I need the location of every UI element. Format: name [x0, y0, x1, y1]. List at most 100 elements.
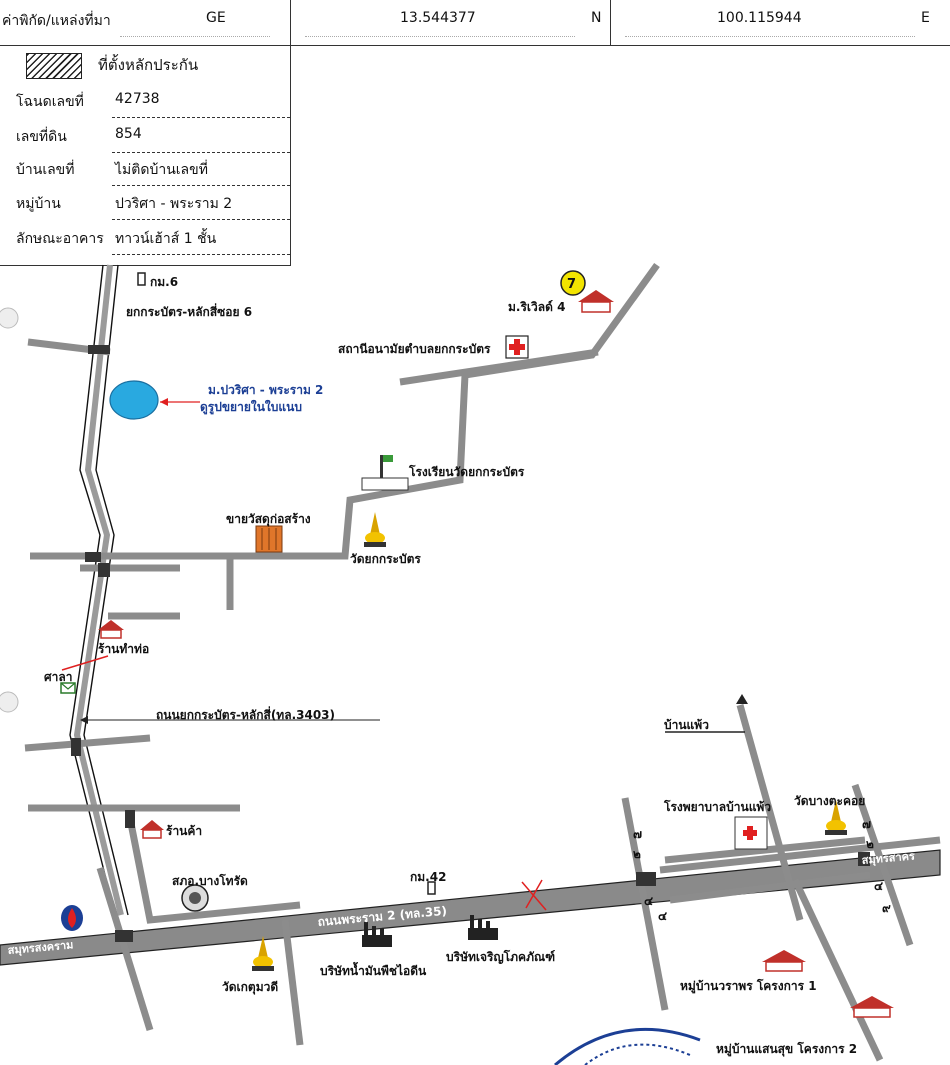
header-separator — [290, 0, 291, 45]
latitude-value: 13.544377 — [400, 10, 476, 26]
road-saensuk — [791, 878, 884, 1062]
site-pointer-arrow — [160, 398, 168, 406]
legend-label: ที่ตั้งหลักประกัน — [98, 56, 199, 74]
temple-icon — [364, 512, 386, 547]
hospital-icon — [734, 816, 768, 850]
house-icon — [850, 996, 894, 1018]
house-no-label: บ้านเลขที่ — [16, 162, 75, 178]
road-number: ๒ — [866, 837, 874, 851]
info-row: บ้านเลขที่ ไม่ติดบ้านเลขที่ — [0, 151, 290, 186]
road-hospital — [621, 797, 669, 1011]
building-type-label: ลักษณะอาคาร — [16, 231, 104, 247]
temple-icon — [252, 936, 274, 971]
hospital-label: โรงพยาบาลบ้านแพ้ว — [664, 800, 772, 814]
health-station-label: สถานีอนามัยตำบลยกกระบัตร — [338, 342, 491, 356]
material-shop-label: ขายวัสดุก่อสร้าง — [226, 512, 311, 526]
road-southwest — [96, 866, 154, 1032]
land-no-value: 854 — [115, 126, 142, 142]
house-icon — [140, 820, 164, 839]
road-police — [124, 807, 301, 924]
company2-label: บริษัทเจริญโภคภัณฑ์ — [446, 950, 556, 964]
railway-crossings — [61, 655, 547, 911]
source-label: ค่าพิกัด/แหล่งที่มา — [2, 13, 111, 29]
main-road-fill — [73, 264, 124, 916]
km42-label: กม.42 — [410, 870, 447, 884]
route-number-icon — [560, 270, 586, 296]
header-separator — [610, 0, 611, 45]
junction-markers — [71, 345, 870, 942]
temple-icon — [825, 800, 847, 835]
main-road-pointer-arrow — [80, 716, 88, 724]
soi6-label: ยกกระบัตร-หลักสี่ซอย 6 — [126, 305, 253, 319]
road-west — [24, 734, 151, 752]
main-road-label: ถนนยกกระบัตร-หลักสี่(ทล.3403) — [156, 708, 336, 722]
km42-post-icon — [427, 881, 436, 895]
road-number: ๒ — [633, 847, 641, 861]
police-label: สภอ.บางโทรัด — [172, 874, 248, 888]
house-icon — [98, 620, 124, 639]
deed-label: โฉนดเลขที่ — [16, 94, 84, 110]
road-samutsakhon-north — [659, 836, 941, 874]
road-east — [851, 783, 914, 947]
source-underline — [120, 36, 270, 37]
school-icon — [361, 455, 409, 491]
mail-icon — [60, 682, 76, 694]
hole-punch — [0, 691, 19, 713]
info-row: เลขที่ดิน 854 — [0, 118, 290, 153]
route-number: 7 — [567, 277, 576, 292]
ptt-logo-icon — [61, 905, 83, 931]
samut-sakhon-label: สมุทรสาคร — [861, 849, 915, 868]
hole-punch — [0, 307, 19, 329]
deed-value: 42738 — [115, 91, 160, 107]
factory-icon — [362, 922, 392, 947]
km6-label: กม.6 — [150, 275, 179, 289]
road-health-station — [399, 348, 599, 386]
land-no-label: เลขที่ดิน — [16, 129, 67, 145]
shop-label: ร้านค้า — [166, 824, 203, 838]
site-name-label: ม.ปวริศา - พระราม 2 — [208, 383, 324, 397]
site-location-marker — [109, 380, 159, 420]
longitude-underline — [625, 36, 915, 37]
road-number: ๙ — [882, 901, 891, 915]
house-icon — [762, 950, 806, 972]
road-number: ๔ — [658, 909, 667, 923]
info-row: ลักษณะอาคาร ทาวน์เฮ้าส์ 1 ชั้น — [0, 220, 290, 255]
temple-yokkrabat-label: วัดยกกระบัตร — [350, 552, 421, 566]
company1-label: บริษัทน้ำมันพืชไอดีน — [320, 964, 427, 978]
road-number: ๗ — [862, 817, 871, 831]
road-number: ๔ — [874, 879, 883, 893]
ban-phaeo-arrow-icon — [736, 694, 748, 704]
site-note-label: ดูรูปขยายในใบแนบ — [200, 400, 302, 414]
village-label: หมู่บ้าน — [16, 196, 61, 212]
hatch-legend-icon — [26, 53, 82, 79]
temple-bangtakoi-label: วัดบางตะคอย — [794, 794, 866, 808]
police-icon — [181, 884, 209, 912]
village-value: ปวริศา - พระราม 2 — [115, 196, 233, 212]
info-row: หมู่บ้าน ปวริศา - พระราม 2 — [0, 185, 290, 220]
village-riverworld-label: ม.ริเวิลด์ 4 — [508, 300, 566, 314]
village-saensuk-label: หมู่บ้านแสนสุข โครงการ 2 — [716, 1042, 858, 1056]
stamp-mark — [554, 1027, 701, 1065]
ban-phaeo-label: บ้านแพ้ว — [664, 718, 709, 732]
house-no-value: ไม่ติดบ้านเลขที่ — [115, 162, 208, 178]
latitude-underline — [305, 36, 575, 37]
pipe-shop-label: ร้านทำท่อ — [98, 642, 150, 656]
longitude-unit: E — [921, 10, 930, 26]
coordinate-header: ค่าพิกัด/แหล่งที่มา GE 13.544377 N 100.1… — [0, 0, 950, 46]
temple-ketmawadi-label: วัดเกตุมวดี — [222, 980, 279, 994]
village-worapot-label: หมู่บ้านวราพร โครงการ 1 — [680, 979, 817, 993]
km6-post-icon — [137, 272, 146, 286]
road-temple-ket — [281, 919, 304, 1046]
road-hospital-link — [664, 836, 866, 864]
road-samutsakhon-south — [669, 871, 871, 904]
rama2-highway — [0, 849, 941, 966]
road-number: ๗ — [633, 827, 642, 841]
school-label: โรงเรียนวัดยกกระบัตร — [409, 465, 525, 479]
sala-label: ศาลา — [44, 670, 73, 684]
property-info-panel: ที่ตั้งหลักประกัน โฉนดเลขที่ 42738 เลขที… — [0, 45, 291, 266]
factory-icon — [468, 915, 498, 940]
building-icon — [255, 525, 283, 553]
info-row: โฉนดเลขที่ 42738 — [0, 83, 290, 118]
road-number: ๔ — [644, 894, 653, 908]
